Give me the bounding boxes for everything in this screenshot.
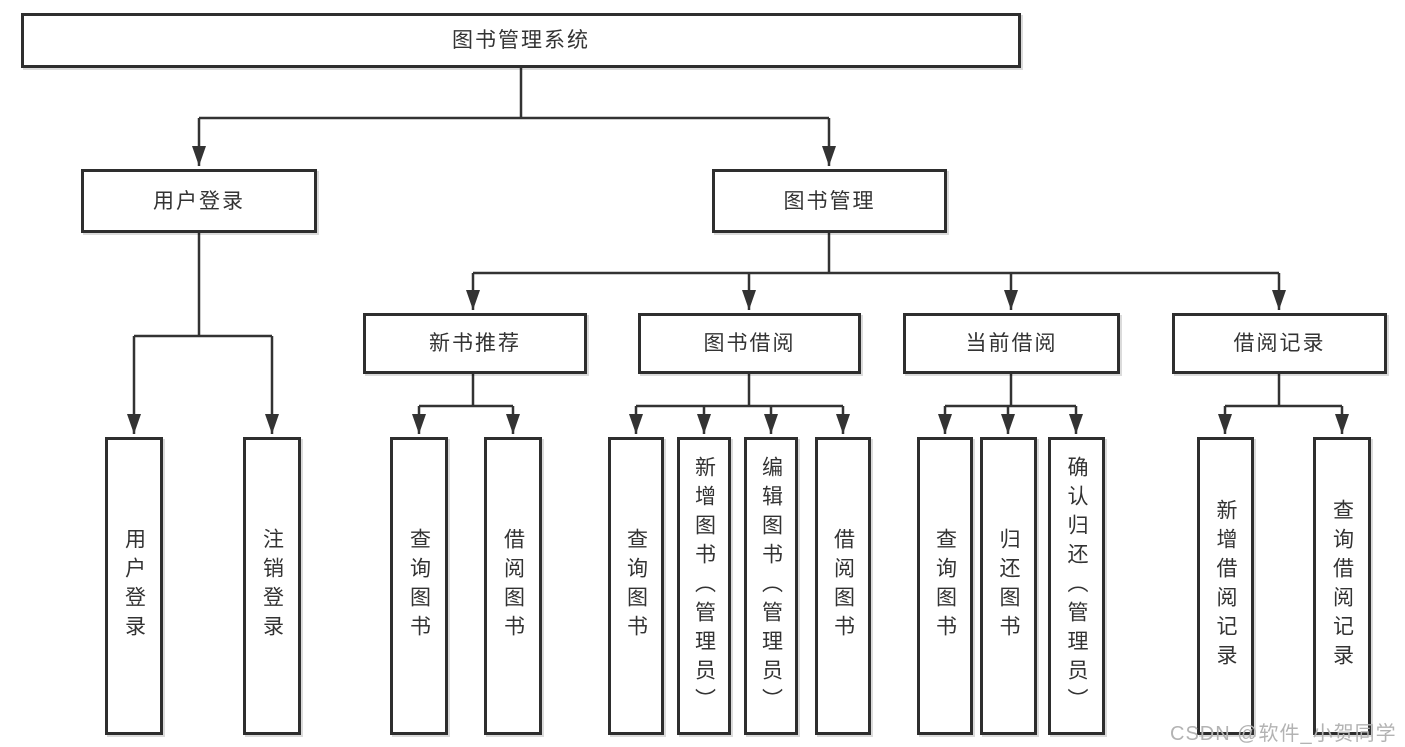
- leaf-br-query-record: 查询借阅记录: [1313, 437, 1371, 735]
- leaf-user-login: 用户登录: [105, 437, 163, 735]
- leaf-bb-borrow-book-label: 借阅图书: [831, 528, 855, 644]
- node-book-borrow-label: 图书借阅: [703, 332, 796, 355]
- leaf-bb-edit-book-admin-label: 编辑图书（管理员）: [759, 455, 783, 717]
- node-user-login: 用户登录: [81, 169, 317, 233]
- leaf-bb-borrow-book: 借阅图书: [815, 437, 871, 735]
- leaf-br-add-record-label: 新增借阅记录: [1214, 499, 1237, 673]
- leaf-nb-borrow-book-label: 借阅图书: [501, 528, 525, 644]
- leaf-nb-borrow-book: 借阅图书: [484, 437, 542, 735]
- leaf-cb-return-book-label: 归还图书: [997, 528, 1020, 644]
- leaf-user-login-label: 用户登录: [122, 528, 146, 644]
- node-new-book-recommend-label: 新书推荐: [429, 332, 521, 355]
- node-user-login-label: 用户登录: [153, 189, 245, 213]
- leaf-br-add-record: 新增借阅记录: [1197, 437, 1254, 735]
- leaf-cb-confirm-return-admin: 确认归还（管理员）: [1048, 437, 1105, 735]
- leaf-bb-add-book-admin-label: 新增图书（管理员）: [692, 455, 716, 717]
- node-borrow-record: 借阅记录: [1172, 313, 1387, 374]
- leaf-nb-query-book-label: 查询图书: [407, 528, 431, 644]
- leaf-cb-query-book-label: 查询图书: [933, 528, 957, 644]
- node-new-book-recommend: 新书推荐: [363, 313, 587, 374]
- leaf-logout: 注销登录: [243, 437, 301, 735]
- leaf-cb-query-book: 查询图书: [917, 437, 973, 735]
- leaf-nb-query-book: 查询图书: [390, 437, 448, 735]
- leaf-logout-label: 注销登录: [260, 528, 284, 644]
- leaf-br-query-record-label: 查询借阅记录: [1330, 499, 1354, 673]
- node-root: 图书管理系统: [21, 13, 1021, 68]
- leaf-bb-add-book-admin: 新增图书（管理员）: [677, 437, 731, 735]
- node-book-management: 图书管理: [712, 169, 947, 233]
- leaf-bb-query-book: 查询图书: [608, 437, 664, 735]
- leaf-cb-return-book: 归还图书: [980, 437, 1037, 735]
- node-current-borrow-label: 当前借阅: [965, 332, 1058, 355]
- leaf-bb-query-book-label: 查询图书: [624, 528, 648, 644]
- node-root-label: 图书管理系统: [452, 29, 590, 52]
- leaf-bb-edit-book-admin: 编辑图书（管理员）: [744, 437, 798, 735]
- node-current-borrow: 当前借阅: [903, 313, 1120, 374]
- node-borrow-record-label: 借阅记录: [1233, 332, 1326, 355]
- node-book-borrow: 图书借阅: [638, 313, 861, 374]
- node-book-management-label: 图书管理: [783, 189, 876, 213]
- csdn-watermark: CSDN @软件_小贺同学: [1170, 723, 1397, 745]
- leaf-cb-confirm-return-admin-label: 确认归还（管理员）: [1065, 455, 1088, 717]
